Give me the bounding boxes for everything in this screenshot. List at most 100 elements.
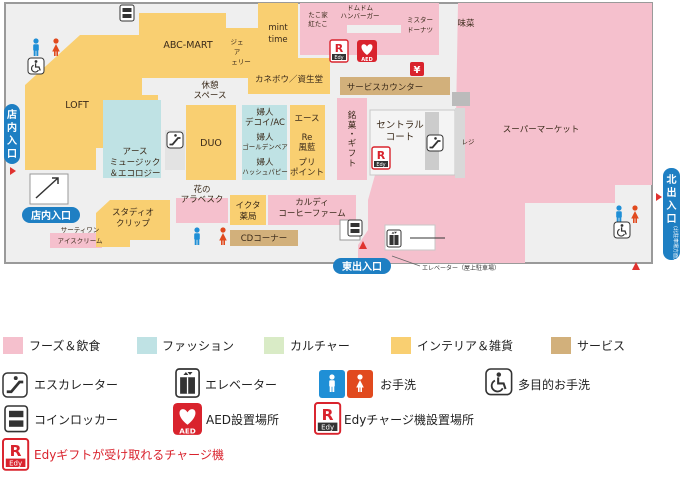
meika-gift-store[interactable] <box>337 98 367 180</box>
meika-label-4: ギ <box>348 139 357 149</box>
cd-corner-label: CDコーナー <box>241 234 287 244</box>
legend-coin-locker: コインロッカー <box>4 405 118 433</box>
legend-label-food: フーズ＆飲食 <box>29 338 100 353</box>
takoya-label-1: たこ家 <box>308 10 328 19</box>
north-entrance-vertical[interactable]: 北 出 入 口 (北駐車場方面) <box>632 168 680 270</box>
coin-locker-icon[interactable] <box>119 4 135 22</box>
takoya-store[interactable] <box>300 3 347 33</box>
escalator-icon[interactable] <box>166 131 184 149</box>
store-labels: LOFT ABC-MART ジェ ア ェリー mint time たこ家 紅たこ… <box>57 4 579 245</box>
earth-music-label-2: ミュージック <box>110 158 161 168</box>
fujin-hush-puppies-store[interactable] <box>242 155 287 180</box>
legend-label-service: サービス <box>577 339 625 353</box>
legend-swatch-service <box>551 337 571 354</box>
svg-text:口: 口 <box>667 214 677 225</box>
aed-icon[interactable] <box>357 40 377 63</box>
escalator-icon <box>1 371 29 399</box>
flower-arabesque-label-2: アラベスク <box>181 195 224 205</box>
meika-label-6: ト <box>348 159 357 169</box>
takoya-label-2: 紅たこ <box>308 19 328 28</box>
svg-text:入: 入 <box>667 200 677 212</box>
fujin-hush-puppies-label-2: ハッシュパピー <box>242 168 288 176</box>
legend-aed: AED設置場所 <box>173 403 279 436</box>
edy-charge-icon <box>314 402 342 435</box>
domdom-store[interactable] <box>347 3 401 25</box>
svg-text:出: 出 <box>667 186 677 199</box>
edy-gift-tag: Edy <box>9 460 22 468</box>
yen-atm-icon[interactable]: ¥ <box>410 62 424 76</box>
legend: フーズ＆飲食 ファッション カルチャー インテリア＆雑貨 サービス エスカレータ… <box>1 337 625 471</box>
puri-point-store[interactable] <box>290 155 325 180</box>
fujin-golden-bear-store[interactable] <box>242 130 287 155</box>
svg-text:(北駐車場方面): (北駐車場方面) <box>672 226 679 260</box>
legend-label-restroom: お手洗 <box>380 378 416 392</box>
meika-label-2: 菓 <box>348 120 357 131</box>
thirtyone-label-1: サーティワン <box>61 226 100 234</box>
kanebo-store[interactable] <box>248 58 330 94</box>
ikuta-pharmacy[interactable] <box>230 195 266 225</box>
edy-gift-icon[interactable] <box>329 39 349 63</box>
legend-category-service: サービス <box>551 337 625 354</box>
legend-escalator: エスカレーター <box>1 371 118 399</box>
legend-restroom: お手洗 <box>319 370 416 398</box>
service-counter-label: サービスカウンター <box>347 83 424 93</box>
supermarket-label: スーパーマーケット <box>503 125 579 135</box>
legend-swatch-food <box>3 337 23 354</box>
mint-time-store[interactable] <box>258 3 298 58</box>
edy-charge-icon[interactable] <box>371 146 391 170</box>
abc-mart-store[interactable] <box>139 13 262 78</box>
accessible-toilet-icon-2[interactable] <box>613 221 631 239</box>
inner-entrance-vertical[interactable]: 店 内 入 口 <box>4 104 20 175</box>
legend-category-fashion: ファッション <box>137 337 234 354</box>
mister-donut-store[interactable] <box>401 3 439 55</box>
ikuta-label-1: イクタ <box>236 201 261 211</box>
re-furan-store[interactable] <box>290 130 325 155</box>
studio-clip-store[interactable] <box>96 200 170 247</box>
rest-space-label-2: スペース <box>194 91 227 101</box>
thirtyone-icecream-store[interactable] <box>50 233 102 248</box>
legend-swatch-interior <box>391 337 411 354</box>
inner-entrance-bottom[interactable]: 店内入口 <box>22 173 80 223</box>
elevator-icon <box>175 368 200 398</box>
earth-music-label-3: ＆エコロジー <box>109 169 160 179</box>
jewelry-store[interactable] <box>226 30 248 78</box>
svg-text:店内入口: 店内入口 <box>31 209 71 222</box>
abc-mart-label: ABC-MART <box>163 40 213 51</box>
legend-swatch-culture <box>264 337 284 354</box>
legend-label-fashion: ファッション <box>162 339 234 353</box>
legend-category-culture: カルチャー <box>264 337 350 354</box>
fujin-decoi-store[interactable] <box>242 105 287 130</box>
studio-clip-label-1: スタディオ <box>112 207 154 218</box>
jewelry-label-1: ジェ <box>231 38 244 46</box>
coin-locker-icon-2[interactable] <box>347 219 363 237</box>
legend-label-escalator: エスカレーター <box>34 378 118 392</box>
misai-label: 味菜 <box>457 18 475 29</box>
kanebo-label: カネボウ／資生堂 <box>255 74 323 85</box>
loft-label: LOFT <box>65 100 89 111</box>
supermarket-area[interactable] <box>358 3 652 263</box>
earth-music-store[interactable] <box>103 100 161 178</box>
elevator-icon[interactable] <box>386 229 402 248</box>
puri-label-1: プリ <box>298 158 315 168</box>
legend-swatch-fashion <box>137 337 157 354</box>
aed-icon <box>173 403 202 436</box>
puri-label-2: ポイント <box>290 168 324 178</box>
accessible-toilet-icon[interactable] <box>27 57 45 75</box>
elevator-note-leader <box>391 255 421 267</box>
interior-zone <box>25 3 450 247</box>
flower-arabesque-store[interactable] <box>176 198 228 223</box>
cd-corner[interactable] <box>230 230 298 246</box>
fujin-golden-bear-label-2: ゴールデンベア <box>242 142 288 151</box>
east-entrance[interactable]: 東出入口 <box>333 241 391 274</box>
service-counter[interactable] <box>340 77 450 95</box>
food-court[interactable] <box>300 33 401 55</box>
ace-store[interactable] <box>290 105 325 130</box>
svg-text:店: 店 <box>7 108 17 121</box>
svg-text:口: 口 <box>7 149 17 160</box>
thirtyone-label-2: アイスクリーム <box>57 237 103 245</box>
coin-locker-icon <box>4 405 29 433</box>
register-lane <box>455 108 465 178</box>
legend-label-interior: インテリア＆雑貨 <box>417 338 513 353</box>
duo-store[interactable] <box>186 105 236 180</box>
escalator-icon-central[interactable] <box>426 134 444 152</box>
